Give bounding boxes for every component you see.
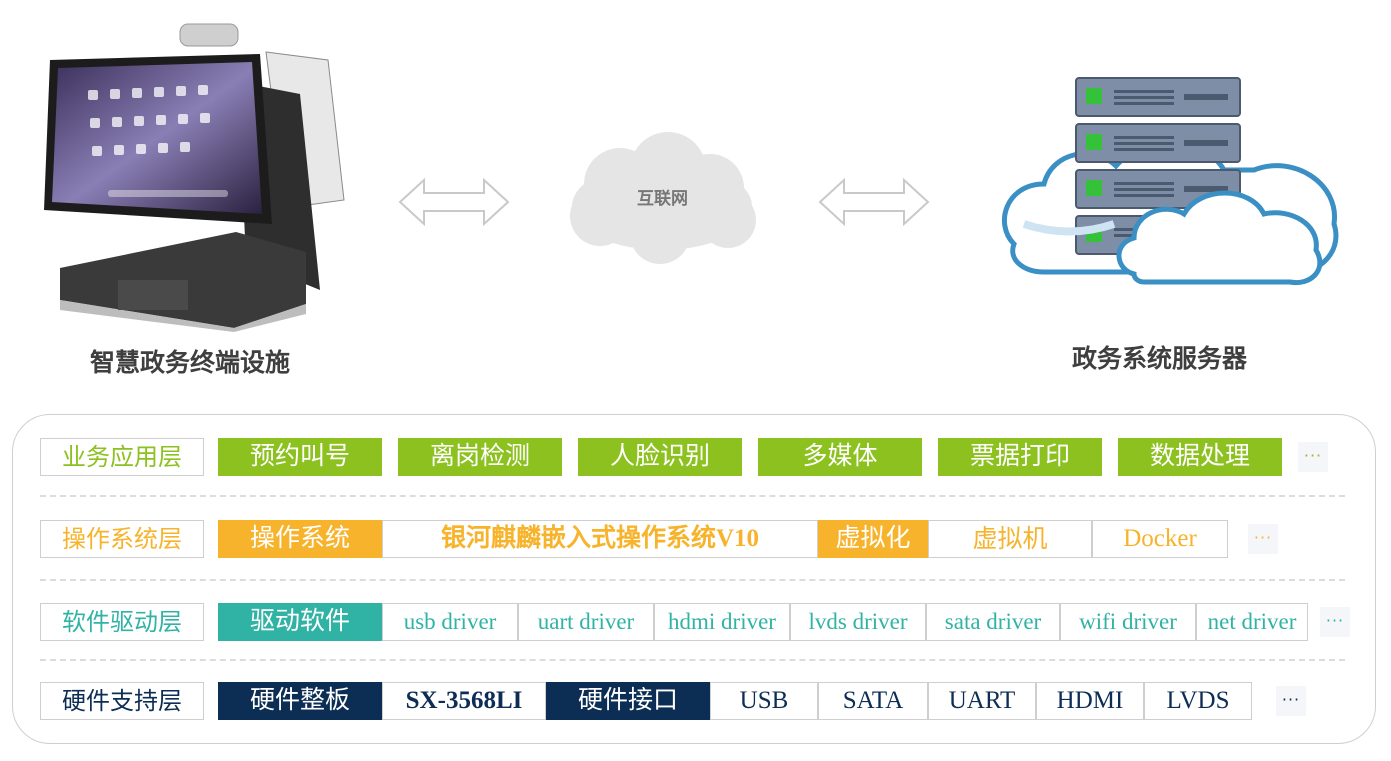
layer-cell: 银河麒麟嵌入式操作系统V10	[382, 520, 818, 558]
layer-cell: SX-3568LI	[382, 682, 546, 720]
layer-cell: 虚拟机	[928, 520, 1092, 558]
double-arrow-icon	[818, 178, 930, 226]
layer-cell: UART	[928, 682, 1036, 720]
layer-label: 硬件支持层	[40, 682, 204, 720]
layer-cell: Docker	[1092, 520, 1228, 558]
double-arrow-icon	[398, 178, 510, 226]
layer-cell: 硬件接口	[546, 682, 710, 720]
layer-cell: sata driver	[926, 603, 1060, 641]
layer-cell: USB	[710, 682, 818, 720]
terminal-caption: 智慧政务终端设施	[90, 348, 291, 377]
layer-divider	[40, 579, 1345, 581]
internet-label: 互联网	[637, 189, 688, 209]
layer-cell: 离岗检测	[398, 438, 562, 476]
terminal-device-image	[44, 23, 345, 332]
layer-cell: 操作系统	[218, 520, 382, 558]
layer-cell: 多媒体	[758, 438, 922, 476]
layer-cell: hdmi driver	[654, 603, 790, 641]
layer-cell: 驱动软件	[218, 603, 382, 641]
internet-cloud-icon	[570, 132, 756, 264]
layer-cell: HDMI	[1036, 682, 1144, 720]
layer-cell: 虚拟化	[818, 520, 928, 558]
layer-cell: LVDS	[1144, 682, 1252, 720]
layer-cell: 数据处理	[1118, 438, 1282, 476]
layer-cell: uart driver	[518, 603, 654, 641]
layer-label: 业务应用层	[40, 438, 204, 476]
layer-cell: 硬件整板	[218, 682, 382, 720]
layer-cell: wifi driver	[1060, 603, 1196, 641]
layer-cell: lvds driver	[790, 603, 926, 641]
layer-divider	[40, 495, 1345, 497]
layer-label: 软件驱动层	[40, 603, 204, 641]
more-ellipsis: ···	[1248, 524, 1278, 554]
layer-cell: 票据打印	[938, 438, 1102, 476]
more-ellipsis: ···	[1276, 686, 1306, 716]
more-ellipsis: ···	[1298, 442, 1328, 472]
layer-divider	[40, 659, 1345, 661]
layer-label: 操作系统层	[40, 520, 204, 558]
server-caption: 政务系统服务器	[1072, 344, 1248, 373]
layer-cell: net driver	[1196, 603, 1308, 641]
more-ellipsis: ···	[1320, 607, 1350, 637]
cloud-server-icon	[1002, 77, 1339, 286]
layer-cell: usb driver	[382, 603, 518, 641]
layer-cell: 人脸识别	[578, 438, 742, 476]
layer-cell: 预约叫号	[218, 438, 382, 476]
layer-cell: SATA	[818, 682, 928, 720]
